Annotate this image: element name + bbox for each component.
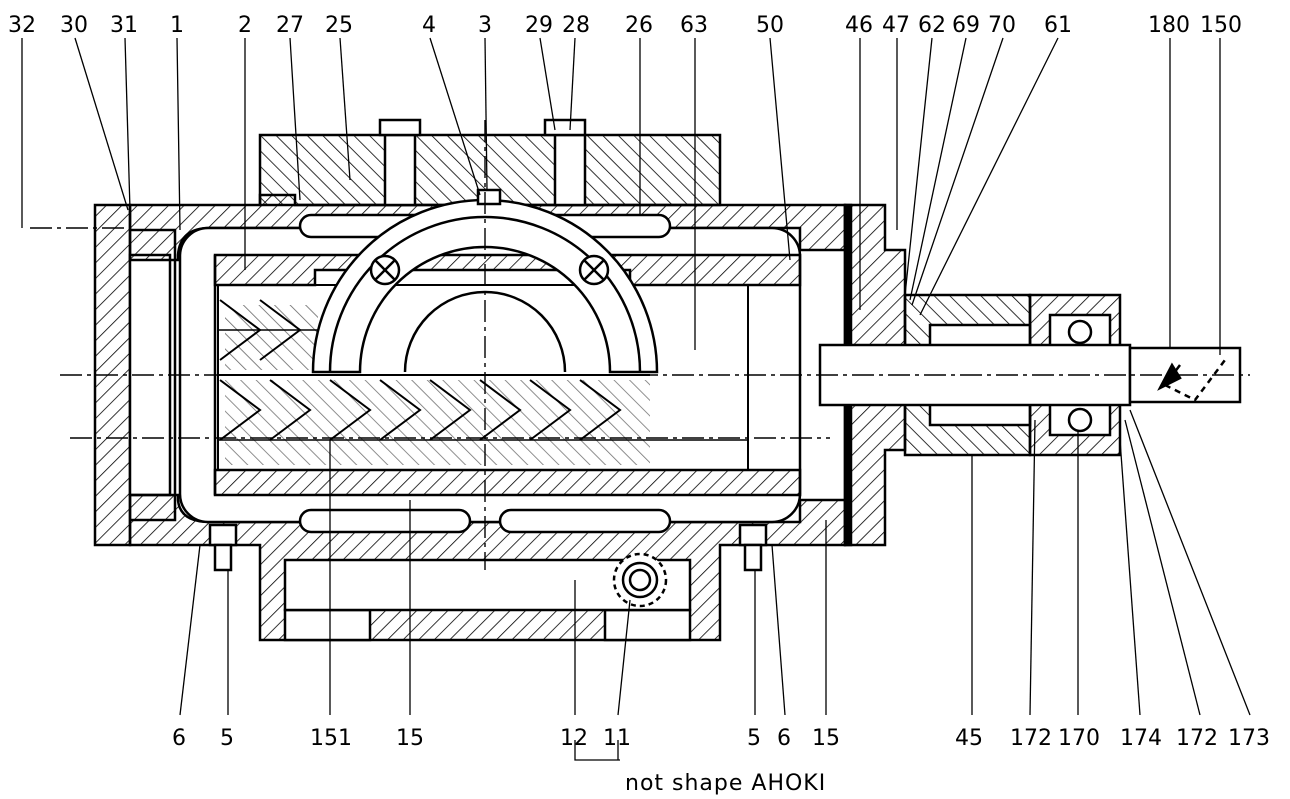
label-15-left: 15 — [396, 726, 424, 751]
label-29: 29 — [525, 13, 553, 38]
bolt-5-left — [208, 523, 238, 547]
label-6-right: 6 — [777, 726, 791, 751]
label-27: 27 — [276, 13, 304, 38]
label-5-right: 5 — [747, 726, 761, 751]
label-151: 151 — [310, 726, 352, 751]
label-2: 2 — [238, 13, 252, 38]
label-32: 32 — [8, 13, 36, 38]
label-62: 62 — [918, 13, 946, 38]
foot-right — [603, 608, 692, 642]
screw-rotors — [217, 284, 749, 471]
label-170: 170 — [1058, 726, 1100, 751]
label-28: 28 — [562, 13, 590, 38]
label-12: 12 — [560, 726, 588, 751]
label-172-right: 172 — [1176, 726, 1218, 751]
label-50: 50 — [756, 13, 784, 38]
label-3: 3 — [478, 13, 492, 38]
leader-lines — [21, 37, 1251, 761]
label-25: 25 — [325, 13, 353, 38]
label-180: 180 — [1148, 13, 1190, 38]
label-15-right: 15 — [812, 726, 840, 751]
label-173: 173 — [1228, 726, 1270, 751]
label-70: 70 — [988, 13, 1016, 38]
label-30: 30 — [60, 13, 88, 38]
label-61: 61 — [1044, 13, 1072, 38]
label-47: 47 — [882, 13, 910, 38]
label-4: 4 — [422, 13, 436, 38]
label-11: 11 — [603, 726, 631, 751]
label-172-left: 172 — [1010, 726, 1052, 751]
bolt-5-right — [738, 523, 768, 547]
pump-body — [93, 118, 1242, 642]
foot-left — [283, 608, 372, 642]
label-150: 150 — [1200, 13, 1242, 38]
label-63: 63 — [680, 13, 708, 38]
label-26: 26 — [625, 13, 653, 38]
top-labels: 32 30 31 1 2 27 25 4 3 29 28 26 63 50 46… — [8, 13, 1242, 38]
bottom-labels: 6 5 151 15 12 11 5 6 15 45 172 170 174 1… — [172, 726, 1270, 751]
label-46: 46 — [845, 13, 873, 38]
label-31: 31 — [110, 13, 138, 38]
label-5-left: 5 — [220, 726, 234, 751]
label-174: 174 — [1120, 726, 1162, 751]
footnote: not shape AHOKI — [625, 771, 826, 796]
note-bracket — [574, 740, 620, 761]
label-69: 69 — [952, 13, 980, 38]
center-lines — [30, 120, 1250, 570]
label-45: 45 — [955, 726, 983, 751]
label-1: 1 — [170, 13, 184, 38]
label-6-left: 6 — [172, 726, 186, 751]
